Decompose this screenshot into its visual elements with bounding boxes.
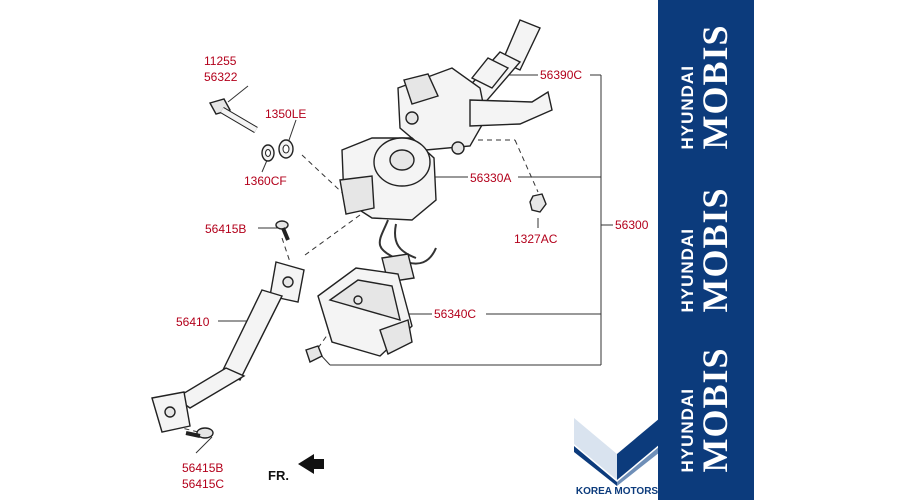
label-56330A: 56330A xyxy=(470,171,511,185)
korea-motors-text: KOREA MOTORS xyxy=(575,486,659,497)
intermediate-shaft-56410 xyxy=(151,261,305,433)
label-56415B-top: 56415B xyxy=(205,222,246,236)
brand-mobis-text: MOBIS xyxy=(695,347,735,473)
label-1327AC: 1327AC xyxy=(514,232,558,246)
bolt-11255 xyxy=(208,98,258,134)
brand-panel: HYUNDAI MOBIS HYUNDAI MOBIS HYUNDAI MOBI… xyxy=(658,0,754,500)
label-1350LE: 1350LE xyxy=(265,107,306,121)
brand-block-3: HYUNDAI MOBIS xyxy=(658,345,754,475)
label-56415C: 56415C xyxy=(182,477,224,491)
label-11255: 11255 xyxy=(204,54,237,68)
brand-block-2: HYUNDAI MOBIS xyxy=(658,185,754,315)
label-56340C: 56340C xyxy=(434,307,476,321)
bolt-ecu xyxy=(305,345,323,363)
part-labels: 11255 56322 1350LE 1360CF 56415B 56410 5… xyxy=(176,54,649,491)
control-unit-56340C xyxy=(317,267,413,357)
front-arrow-icon xyxy=(298,454,324,474)
label-1360CF: 1360CF xyxy=(244,174,287,188)
steering-column-56390C xyxy=(397,19,553,155)
label-56410: 56410 xyxy=(176,315,210,329)
label-56322: 56322 xyxy=(204,70,238,84)
label-56415B-bottom: 56415B xyxy=(182,461,223,475)
bolt-56415B-bottom xyxy=(185,427,214,439)
korea-motors-logo: KOREA MOTORS xyxy=(574,418,660,500)
label-56390C: 56390C xyxy=(540,68,582,82)
brand-mobis-text: MOBIS xyxy=(695,24,735,150)
bolt-56415B-top xyxy=(275,220,290,241)
brand-block-1: HYUNDAI MOBIS xyxy=(658,22,754,152)
brand-mobis-text: MOBIS xyxy=(695,187,735,313)
korea-motors-logo-mark xyxy=(574,418,660,486)
front-direction-label: FR. xyxy=(268,468,289,483)
nut-1327AC xyxy=(529,193,547,213)
motor-56330A xyxy=(339,137,437,283)
label-56300: 56300 xyxy=(615,218,649,232)
